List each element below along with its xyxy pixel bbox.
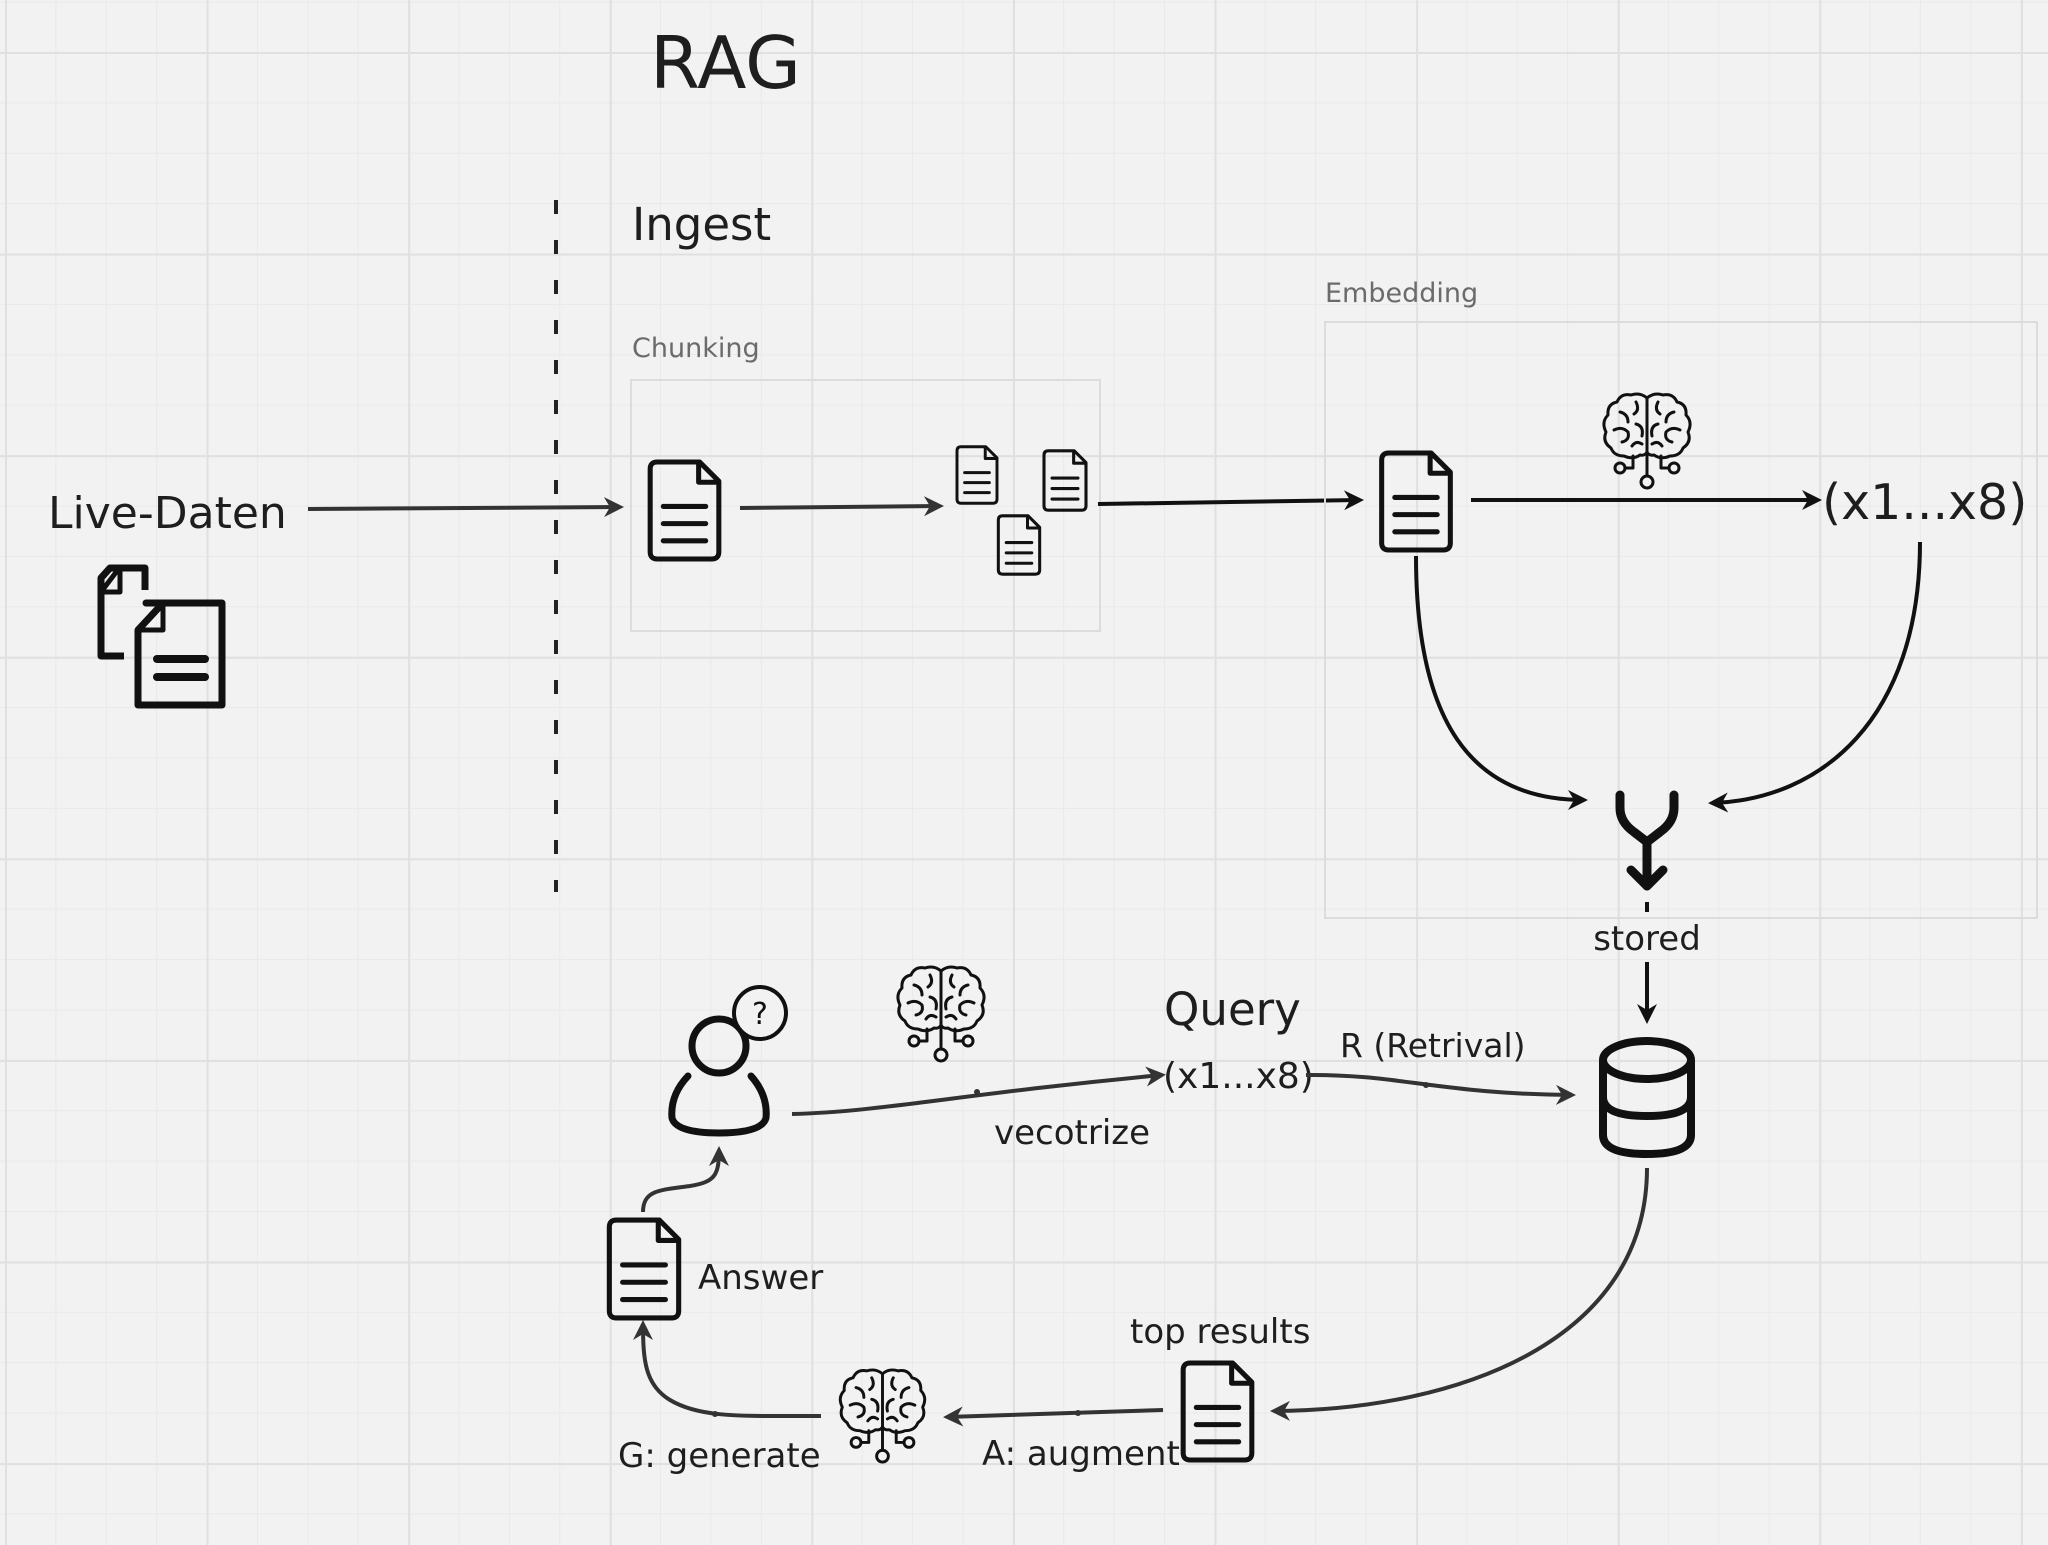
document-icon <box>1382 453 1451 550</box>
brain-ai-icon <box>896 965 986 1063</box>
vectorize-label: vecotrize <box>994 1113 1150 1153</box>
arrow-db-to-results[interactable] <box>1270 1167 1649 1421</box>
chunk-document-icon <box>955 445 999 505</box>
document-icon <box>1183 1363 1252 1460</box>
query-vector-label: (x1...x8) <box>1163 1056 1314 1097</box>
frame-embedding[interactable] <box>1324 321 2038 919</box>
arrow-generate[interactable] <box>633 1320 822 1419</box>
arrow-answer-to-user[interactable] <box>641 1146 729 1213</box>
arrow-augment[interactable] <box>943 1406 1164 1427</box>
chunk-document-icon <box>996 514 1042 576</box>
query-title: Query <box>1164 983 1301 1036</box>
chunk-document-icon <box>1042 449 1088 512</box>
arrow-retrieval[interactable] <box>1305 1072 1576 1105</box>
source-label: Live-Daten <box>48 488 287 539</box>
arrow-vectorize[interactable] <box>791 1066 1166 1116</box>
brain-ai-icon <box>1602 392 1692 490</box>
arrow-vector-to-merge[interactable] <box>1708 541 1922 813</box>
section-title-ingest: Ingest <box>632 198 771 251</box>
frame-label-chunking: Chunking <box>632 333 760 364</box>
frame-label-embedding: Embedding <box>1325 278 1478 309</box>
arrow-chunks-to-embedding[interactable] <box>1097 490 1364 511</box>
retrieval-label: R (Retrival) <box>1340 1026 1526 1065</box>
embedding-vector-label: (x1...x8) <box>1822 474 2027 531</box>
arrow-doc-to-merge[interactable] <box>1414 555 1588 810</box>
stored-label: stored <box>1593 919 1701 959</box>
diagram-title: RAG <box>650 21 801 105</box>
svg-text:?: ? <box>752 997 768 1032</box>
document-icon <box>650 462 719 559</box>
generate-label: G: generate <box>618 1436 821 1476</box>
answer-document-icon <box>609 1220 678 1318</box>
arrow-source-to-ingest[interactable] <box>307 497 624 518</box>
arrow-chunk-split[interactable] <box>739 496 944 517</box>
user-question-icon: ? <box>668 985 788 1137</box>
answer-label: Answer <box>698 1258 823 1298</box>
brain-ai-icon <box>838 1368 927 1464</box>
augment-label: A: augment <box>982 1434 1180 1474</box>
database-icon <box>1599 1037 1695 1159</box>
top-results-label: top results <box>1130 1312 1310 1352</box>
merge-icon <box>1615 790 1679 891</box>
documents-copy-icon <box>97 564 226 709</box>
